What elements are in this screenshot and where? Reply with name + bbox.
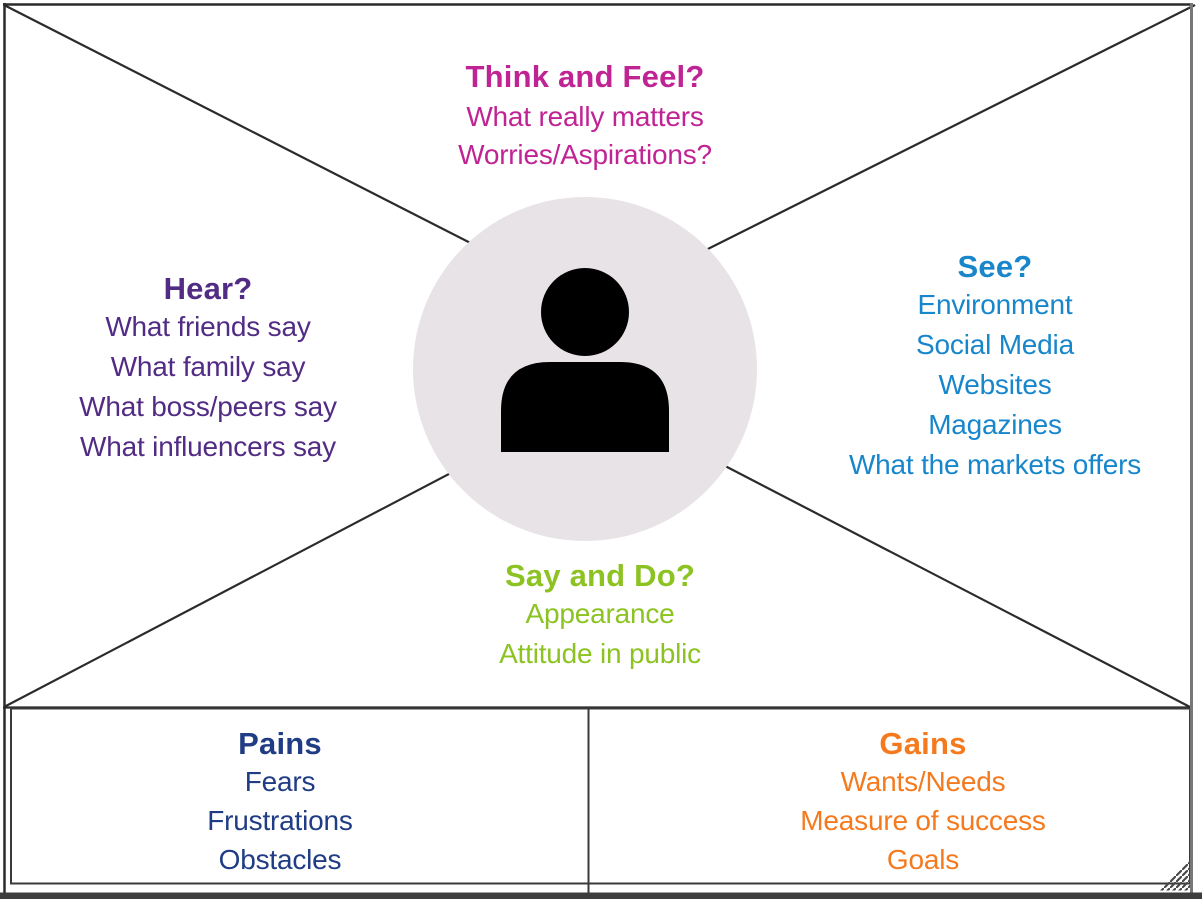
- section-heading: Pains: [238, 726, 322, 761]
- section-heading: Think and Feel?: [465, 59, 705, 94]
- section-item: What family say: [110, 351, 306, 382]
- section-item: Attitude in public: [499, 638, 701, 669]
- section-item: Appearance: [525, 598, 675, 629]
- section-item: Obstacles: [218, 844, 342, 875]
- section-pains: Pains Fears Frustrations Obstacles: [80, 726, 480, 879]
- section-item: Social Media: [916, 329, 1074, 360]
- section-item: Environment: [917, 289, 1073, 320]
- frame-bottom-band: [0, 892, 1202, 899]
- section-gains: Gains Wants/Needs Measure of success Goa…: [723, 726, 1123, 879]
- section-heading: Hear?: [163, 271, 253, 306]
- section-item: Magazines: [928, 409, 1062, 440]
- section-heading: Gains: [879, 726, 967, 761]
- section-item: What boss/peers say: [79, 391, 337, 422]
- section-item: What really matters: [466, 101, 704, 132]
- section-item: Measure of success: [800, 805, 1046, 836]
- section-heading: See?: [957, 249, 1033, 284]
- section-item: Websites: [938, 369, 1052, 400]
- section-item: What the markets offers: [848, 449, 1142, 480]
- section-item: Goals: [886, 844, 960, 875]
- section-think-and-feel: Think and Feel? What really matters Worr…: [335, 56, 835, 174]
- section-heading: Say and Do?: [505, 558, 695, 593]
- corner-resize-hatch: [1158, 858, 1190, 891]
- section-item: Wants/Needs: [840, 766, 1006, 797]
- section-item: Worries/Aspirations?: [458, 139, 712, 170]
- section-item: Frustrations: [207, 805, 353, 836]
- section-see: See? Environment Social Media Websites M…: [795, 249, 1195, 485]
- section-hear: Hear? What friends say What family say W…: [8, 271, 408, 467]
- section-item: What influencers say: [80, 431, 336, 462]
- person-icon: [501, 268, 669, 452]
- section-say-and-do: Say and Do? Appearance Attitude in publi…: [400, 558, 800, 674]
- section-item: Fears: [244, 766, 316, 797]
- section-item: What friends say: [105, 311, 311, 342]
